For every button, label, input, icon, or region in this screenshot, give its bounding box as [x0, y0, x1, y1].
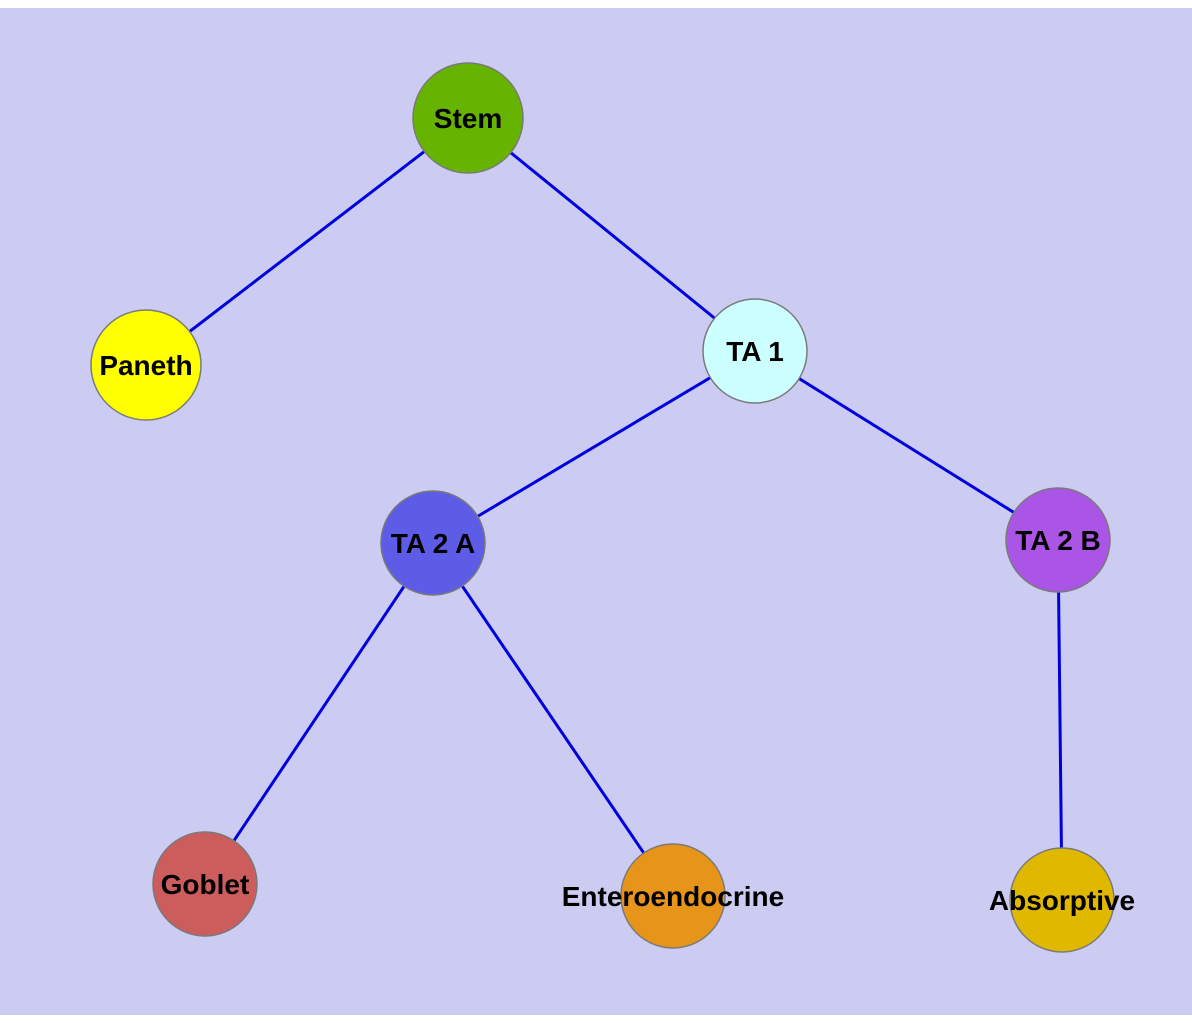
- node-circle-paneth[interactable]: [90, 309, 202, 421]
- node-label-ta2a: TA 2 A: [391, 528, 476, 559]
- node-circle-absorptive[interactable]: [1009, 847, 1115, 953]
- node-label-goblet: Goblet: [161, 869, 250, 900]
- edge-ta1-ta2a: [432, 349, 756, 545]
- edge-ta2b-absorptive: [1056, 539, 1064, 901]
- node-circle-ta2b[interactable]: [1005, 487, 1111, 593]
- node-circle-ta2a[interactable]: [380, 490, 486, 596]
- node-ta2b[interactable]: TA 2 B: [1005, 487, 1111, 593]
- node-circle-goblet[interactable]: [152, 831, 258, 937]
- edge-stem-ta1: [467, 116, 756, 353]
- node-label-ta1: TA 1: [726, 336, 784, 367]
- node-label-absorptive: Absorptive: [989, 885, 1135, 916]
- node-circle-enteroendocrine[interactable]: [620, 843, 726, 949]
- node-paneth[interactable]: Paneth: [90, 309, 202, 421]
- edge-ta1-ta2b: [754, 349, 1059, 542]
- node-enteroendocrine[interactable]: Enteroendocrine: [562, 843, 784, 949]
- node-absorptive[interactable]: Absorptive: [989, 847, 1135, 953]
- node-label-paneth: Paneth: [99, 350, 192, 381]
- node-ta2a[interactable]: TA 2 A: [380, 490, 486, 596]
- node-label-enteroendocrine: Enteroendocrine: [562, 881, 784, 912]
- node-ta1[interactable]: TA 1: [702, 298, 808, 404]
- edge-stem-paneth: [145, 116, 469, 367]
- node-stem[interactable]: Stem: [412, 62, 524, 174]
- edge-ta2a-enteroendocrine: [431, 542, 675, 897]
- node-label-stem: Stem: [434, 103, 502, 134]
- node-goblet[interactable]: Goblet: [152, 831, 258, 937]
- node-circle-stem[interactable]: [412, 62, 524, 174]
- node-label-ta2b: TA 2 B: [1015, 525, 1101, 556]
- node-circle-ta1[interactable]: [702, 298, 808, 404]
- edge-ta2a-goblet: [203, 542, 435, 885]
